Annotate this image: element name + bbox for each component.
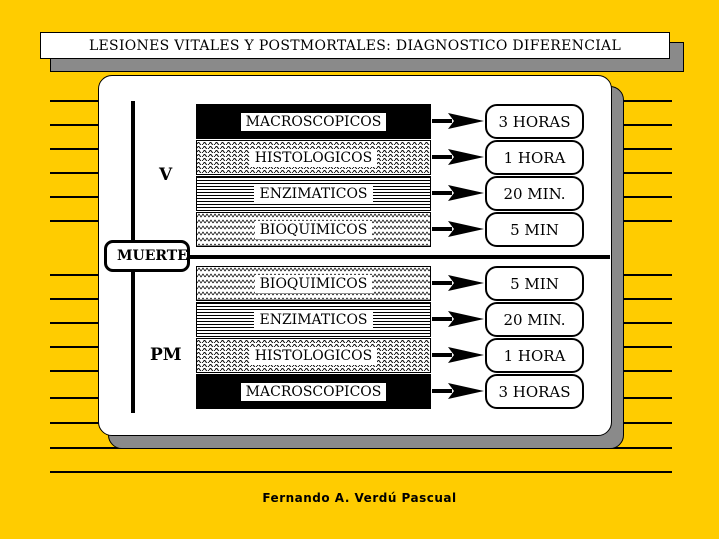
pm-time-enzymatic: 20 MIN. bbox=[485, 302, 584, 337]
arrow-right-icon bbox=[432, 185, 484, 201]
vital-row-biochemical: BIOQUIMICOS bbox=[196, 212, 431, 247]
death-marker: MUERTE bbox=[104, 240, 190, 272]
row-label: HISTOLOGICOS bbox=[249, 346, 378, 365]
pm-row-biochemical: BIOQUIMICOS bbox=[196, 266, 431, 301]
arrow-right-icon bbox=[432, 275, 484, 291]
vital-time-biochemical: 5 MIN bbox=[485, 212, 584, 247]
row-label: BIOQUIMICOS bbox=[254, 220, 373, 239]
death-divider-line bbox=[186, 255, 610, 259]
arrow-right-icon bbox=[432, 383, 484, 399]
author-credit: Fernando A. Verdú Pascual bbox=[262, 491, 457, 505]
vital-row-enzymatic: ENZIMATICOS bbox=[196, 176, 431, 211]
page-title: LESIONES VITALES Y POSTMORTALES: DIAGNOS… bbox=[40, 32, 670, 59]
row-label: ENZIMATICOS bbox=[254, 310, 373, 329]
pm-row-macroscopic: MACROSCOPICOS bbox=[196, 374, 431, 409]
arrow-right-icon bbox=[432, 221, 484, 237]
vital-time-histologic: 1 HORA bbox=[485, 140, 584, 175]
vital-row-histologic: HISTOLOGICOS bbox=[196, 140, 431, 175]
arrow-right-icon bbox=[432, 347, 484, 363]
row-label: HISTOLOGICOS bbox=[249, 148, 378, 167]
row-label: MACROSCOPICOS bbox=[240, 382, 387, 401]
arrow-right-icon bbox=[432, 149, 484, 165]
vital-time-enzymatic: 20 MIN. bbox=[485, 176, 584, 211]
vital-label: V bbox=[159, 165, 173, 185]
pm-time-biochemical: 5 MIN bbox=[485, 266, 584, 301]
row-label: BIOQUIMICOS bbox=[254, 274, 373, 293]
pm-time-macroscopic: 3 HORAS bbox=[485, 374, 584, 409]
postmortem-label: PM bbox=[150, 345, 182, 365]
pm-row-enzymatic: ENZIMATICOS bbox=[196, 302, 431, 337]
arrow-right-icon bbox=[432, 113, 484, 129]
pm-row-histologic: HISTOLOGICOS bbox=[196, 338, 431, 373]
vital-row-macroscopic: MACROSCOPICOS bbox=[196, 104, 431, 139]
row-label: MACROSCOPICOS bbox=[240, 112, 387, 131]
row-label: ENZIMATICOS bbox=[254, 184, 373, 203]
pm-time-histologic: 1 HORA bbox=[485, 338, 584, 373]
vital-time-macroscopic: 3 HORAS bbox=[485, 104, 584, 139]
arrow-right-icon bbox=[432, 311, 484, 327]
